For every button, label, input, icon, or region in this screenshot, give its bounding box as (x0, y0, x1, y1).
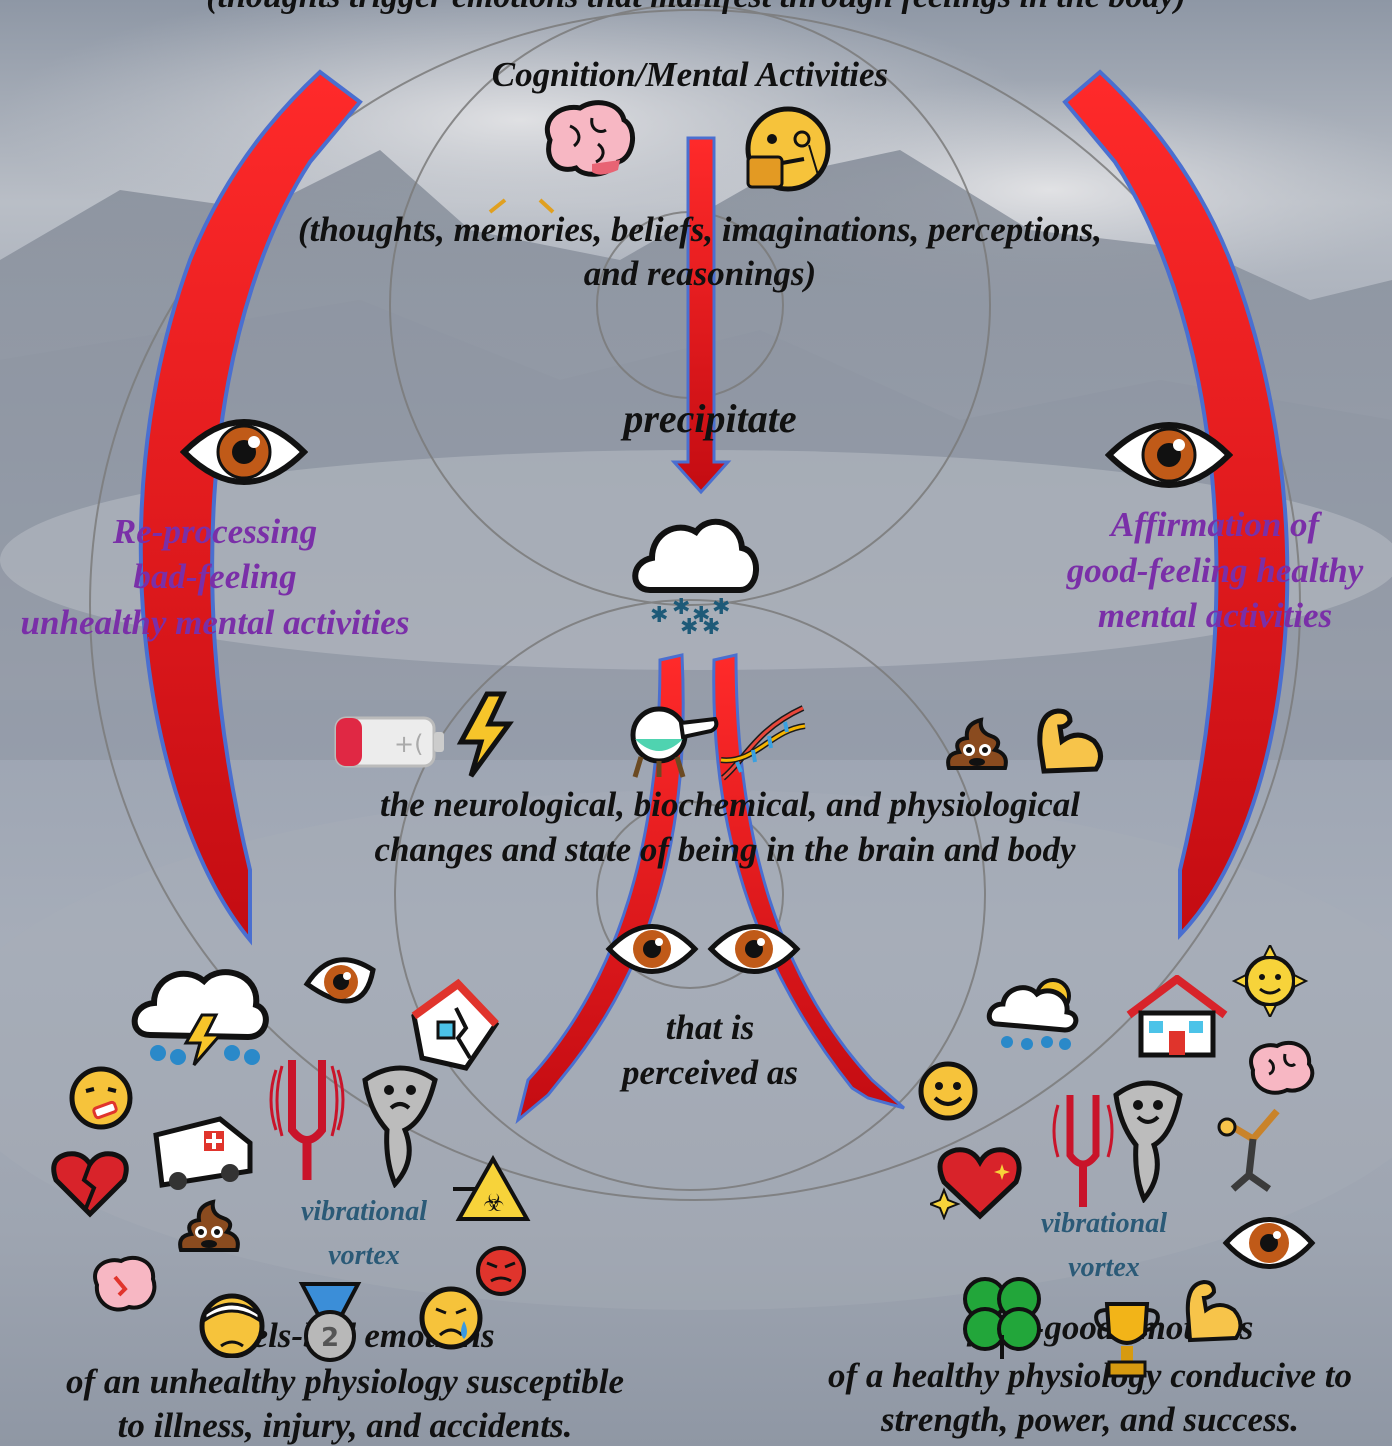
spiral-circles (89, 4, 1301, 1201)
down-left-arrow (515, 653, 685, 1125)
gymnast-icon (1217, 1108, 1280, 1192)
eye-icon (1105, 422, 1233, 488)
changes-line2: changes and state of being in the brain … (374, 830, 1076, 869)
broken-heart-icon (51, 1151, 129, 1218)
eye-icon (1222, 1217, 1316, 1269)
trophy-icon (1094, 1302, 1160, 1378)
right-emotions-line2: of a healthy physiology conducive to (828, 1356, 1352, 1395)
second-place-medal-icon: 2 (298, 1282, 362, 1362)
house-icon (1126, 975, 1228, 1058)
left-loop-line2: bad-feeling (133, 557, 297, 596)
brain-icon (1249, 1040, 1315, 1095)
left-vortex-line1: vibrational (300, 1196, 427, 1227)
cloud-with-snow-icon: ✱✱✱✱✱✱ (632, 518, 759, 640)
precipitate-arrow (670, 136, 732, 495)
left-vortex-line2: vortex (328, 1240, 400, 1271)
angry-face-icon (476, 1246, 526, 1296)
left-loop-line3: unhealthy mental activities (20, 603, 410, 642)
left-loop-arrow (138, 69, 363, 946)
cognition-subtitle-line2: and reasonings) (583, 254, 817, 293)
thinking-face-icon (745, 106, 831, 192)
lightning-icon (456, 691, 514, 778)
biohazard-warning-icon: ☣ (453, 1155, 531, 1221)
left-emotions-line3: to illness, injury, and accidents. (117, 1406, 573, 1445)
svg-text:✱: ✱ (712, 595, 730, 620)
pile-of-poo-icon (178, 1199, 240, 1252)
spark-marks (488, 198, 555, 214)
tornado-icon (362, 1065, 438, 1188)
pile-of-poo-icon (946, 717, 1008, 770)
eye-icon (605, 924, 699, 974)
svg-text:+(: +( (394, 730, 423, 758)
sun-icon (1231, 945, 1309, 1017)
brain-icon (544, 100, 635, 177)
svg-text:✱: ✱ (672, 595, 690, 620)
ambulance-icon (153, 1116, 253, 1190)
changes-line1: the neurological, biochemical, and physi… (380, 785, 1080, 824)
flexed-biceps-icon (1037, 708, 1103, 774)
top-heading: (thoughts trigger emotions that manifest… (196, 0, 1196, 16)
perceived-line2: perceived as (622, 1053, 798, 1092)
cognition-title: Cognition/Mental Activities (491, 55, 889, 94)
right-loop-line2: good-feeling healthy (1066, 551, 1364, 590)
left-emotions-line2: of an unhealthy physiology susceptible (65, 1362, 625, 1401)
smiling-face-icon (918, 1061, 978, 1121)
sun-behind-rain-cloud-icon (986, 978, 1079, 1050)
svg-text:✱: ✱ (680, 615, 698, 640)
tuning-fork-icon (1052, 1095, 1114, 1207)
sick-face-icon (69, 1066, 133, 1130)
perceived-line1: that is (665, 1008, 755, 1047)
chemistry-flask-icon (630, 706, 719, 778)
bandaged-face-icon (199, 1293, 265, 1358)
svg-text:2: 2 (321, 1323, 339, 1353)
sparkling-heart-icon (930, 1147, 1022, 1220)
svg-text:☣: ☣ (483, 1189, 505, 1217)
thunder-cloud-icon (131, 969, 269, 1066)
brain-icon (93, 1255, 157, 1312)
right-vortex-line1: vibrational (1040, 1208, 1167, 1239)
cognition-subtitle-line1: (thoughts, memories, beliefs, imaginatio… (297, 210, 1103, 249)
dna-icon (720, 705, 806, 781)
right-loop-arrow (1062, 69, 1290, 940)
flexed-biceps-icon (1185, 1279, 1243, 1343)
low-battery-icon: +( (334, 716, 444, 768)
right-loop-line1: Affirmation of (1110, 505, 1320, 544)
eye-icon (303, 957, 376, 1004)
right-emotions-line3: strength, power, and success. (880, 1400, 1300, 1439)
four-leaf-clover-icon (963, 1277, 1041, 1359)
tornado-icon (1113, 1080, 1183, 1203)
svg-text:✱: ✱ (692, 603, 710, 628)
left-loop-line1: Re-processing (112, 512, 318, 551)
precipitate-label: precipitate (623, 396, 797, 441)
svg-text:✱: ✱ (650, 603, 668, 628)
crying-face-icon (419, 1286, 483, 1350)
tuning-fork-icon (269, 1060, 345, 1180)
eye-icon (707, 924, 801, 974)
down-right-arrow (712, 653, 905, 1110)
damaged-house-icon (411, 978, 500, 1071)
right-loop-line3: mental activities (1097, 596, 1333, 635)
right-vortex-line2: vortex (1068, 1252, 1140, 1283)
svg-text:✱: ✱ (702, 615, 720, 640)
eye-icon (180, 419, 308, 485)
